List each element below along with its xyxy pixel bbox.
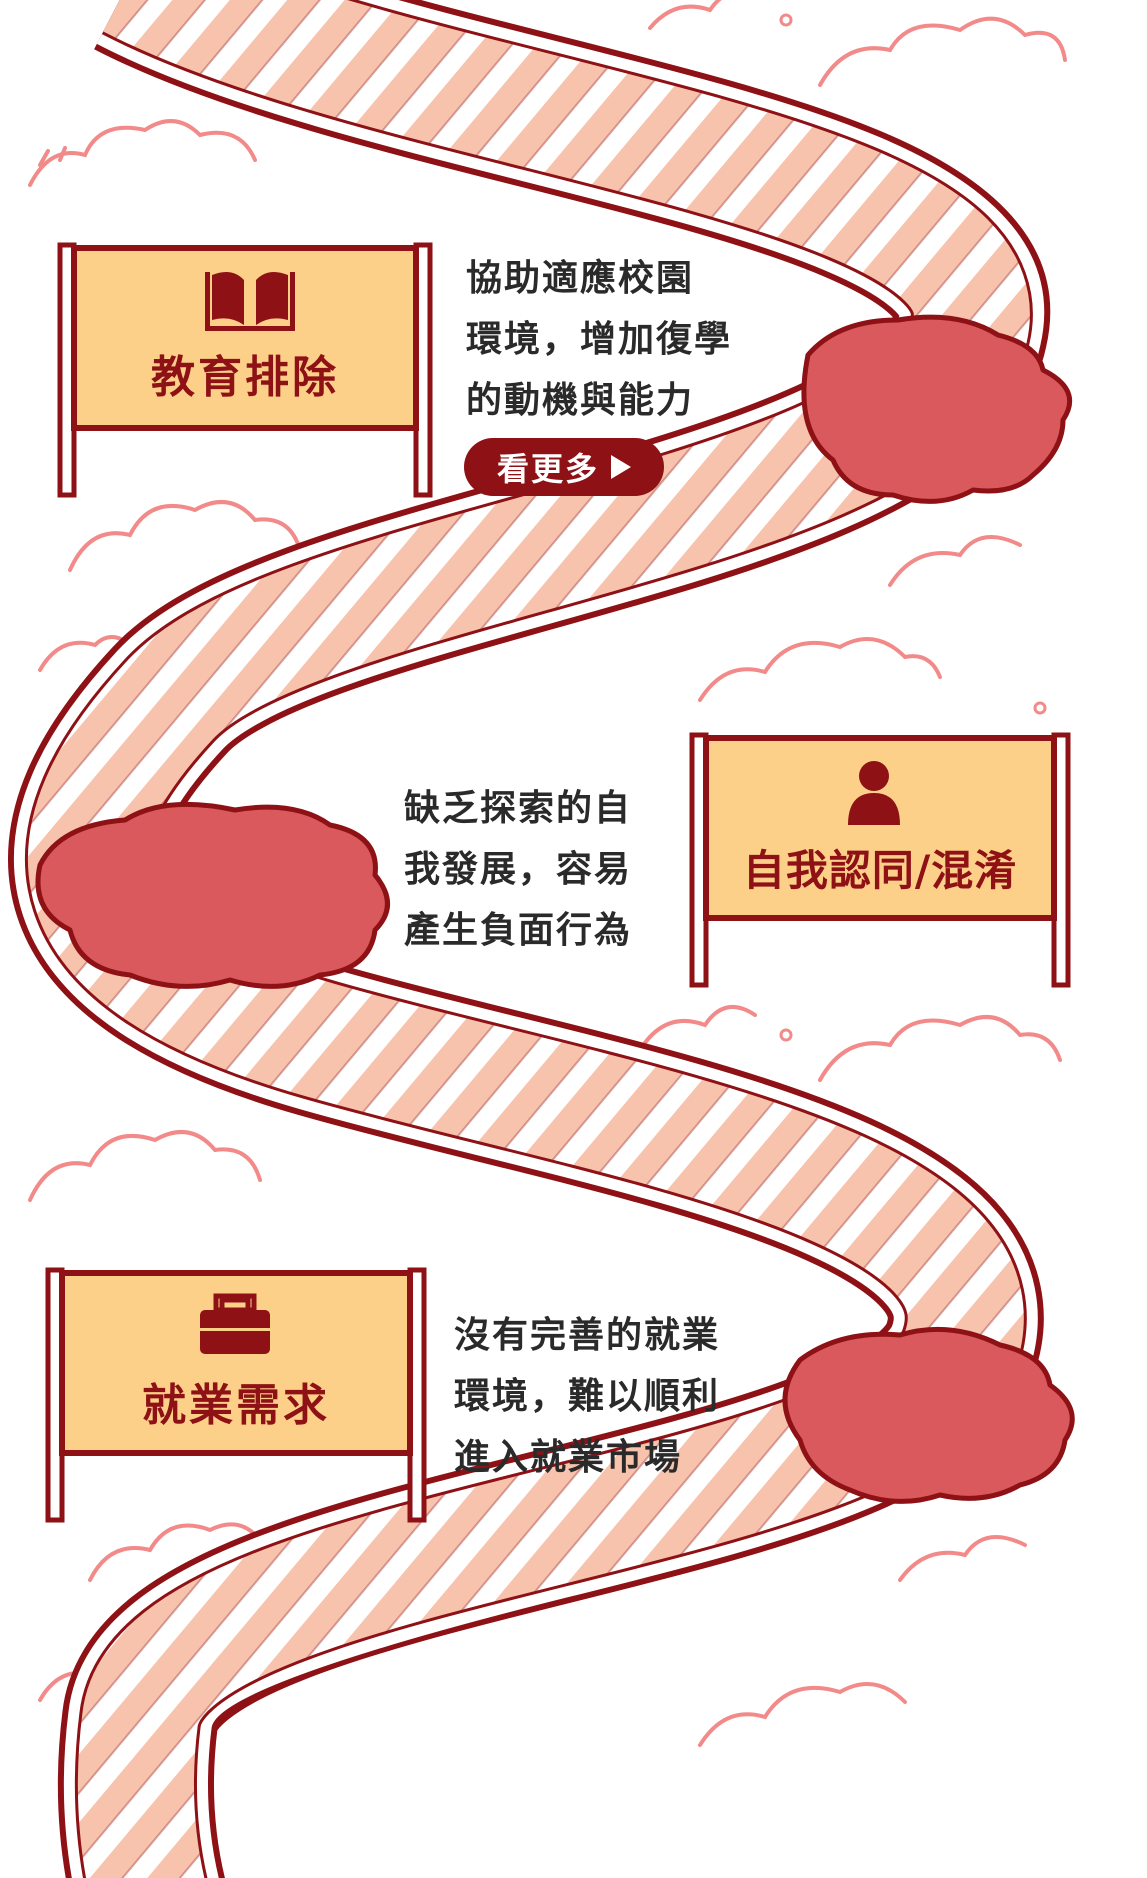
description-line: 進入就業市場 xyxy=(454,1437,683,1478)
cloud xyxy=(88,1522,262,1582)
description-line: 的動機與能力 xyxy=(466,380,695,421)
description-line: 環境，增加復學 xyxy=(466,319,733,360)
description-education: 協助適應校園 環境，增加復學 的動機與能力 xyxy=(466,248,732,431)
sign-board xyxy=(59,1270,413,1456)
more-button[interactable]: 看更多 xyxy=(464,438,664,496)
sign-title: 自我認同/混淆 xyxy=(743,846,1017,895)
play-icon xyxy=(611,455,631,479)
cloud xyxy=(698,637,942,702)
book-icon xyxy=(205,271,295,331)
description-identity: 缺乏探索的自 我發展，容易 產生負面行為 xyxy=(404,778,632,961)
person-icon xyxy=(848,761,900,825)
sign-title: 就業需求 xyxy=(142,1380,330,1431)
rock xyxy=(35,801,390,989)
more-button-label: 看更多 xyxy=(496,450,599,488)
cloud xyxy=(638,1005,757,1052)
description-line: 產生負面行為 xyxy=(404,910,633,951)
cloud xyxy=(28,119,257,187)
sign-identity: 自我認同/混淆 xyxy=(689,732,1071,988)
description-line: 環境，難以順利 xyxy=(454,1376,721,1417)
cloud xyxy=(28,1130,262,1202)
sign-title: 教育排除 xyxy=(151,352,339,403)
sign-employment: 就業需求 xyxy=(45,1267,427,1523)
description-employment: 沒有完善的就業 環境，難以順利 進入就業市場 xyxy=(454,1305,720,1488)
cloud xyxy=(38,146,67,167)
cloud xyxy=(888,535,1022,587)
description-line: 缺乏探索的自 xyxy=(404,788,633,829)
description-line: 協助適應校園 xyxy=(466,258,695,299)
sign-education: 教育排除 xyxy=(57,242,433,498)
cloud xyxy=(818,16,1067,87)
cloud xyxy=(648,0,722,30)
cloud xyxy=(698,1682,907,1747)
cloud xyxy=(898,1535,1027,1582)
rock xyxy=(782,1326,1075,1504)
briefcase-icon xyxy=(200,1293,270,1354)
rock-obstacles xyxy=(35,314,1075,1504)
cloud xyxy=(68,500,302,572)
sign-board xyxy=(71,245,419,431)
cloud xyxy=(818,1015,1062,1082)
description-line: 我發展，容易 xyxy=(404,849,633,890)
description-line: 沒有完善的就業 xyxy=(454,1315,721,1356)
rock xyxy=(801,314,1073,504)
